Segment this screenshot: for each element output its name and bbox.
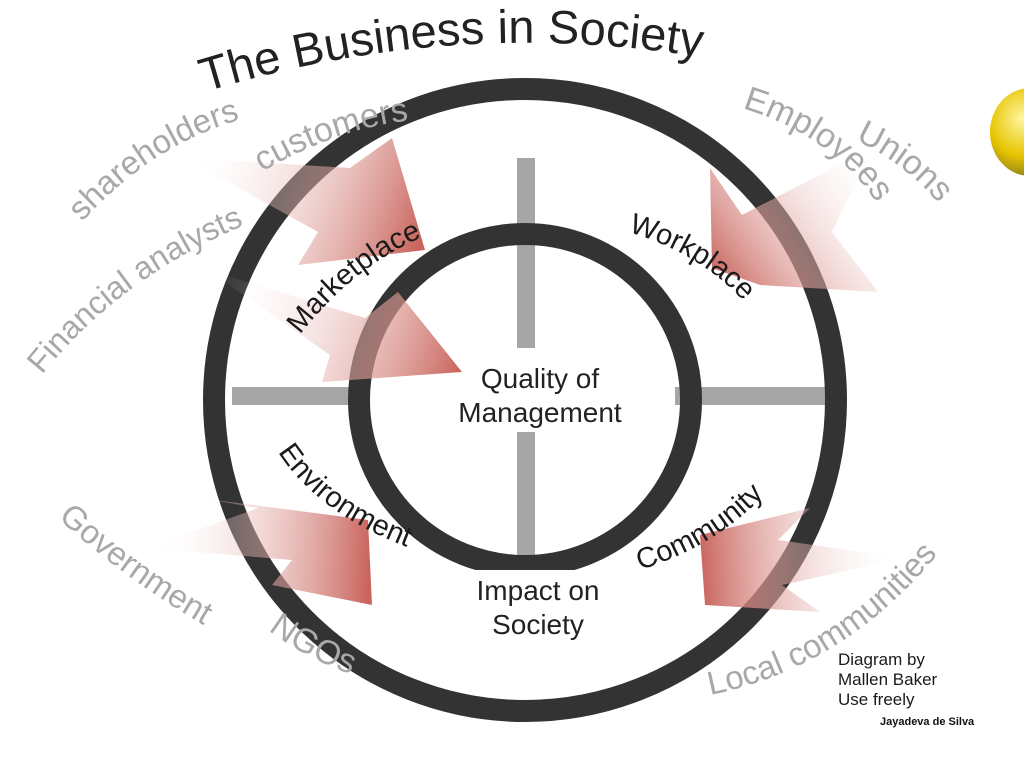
center-label-line2: Management <box>458 397 622 428</box>
credit-line-3: Use freely <box>838 690 915 709</box>
arrow-workplace <box>710 148 878 292</box>
arrow-environment <box>148 498 372 605</box>
bottom-label-line1: Impact on <box>477 575 600 606</box>
credit-line-1: Diagram by <box>838 650 925 669</box>
credit-line-2: Mallen Baker <box>838 670 938 689</box>
label-shareholders: shareholders <box>60 91 242 227</box>
diagram-title: The Business in Society <box>193 0 708 101</box>
cross-bar-right <box>675 387 845 405</box>
inner-ring <box>348 223 702 577</box>
label-government: Government <box>53 496 219 632</box>
bottom-label-line2: Society <box>492 609 584 640</box>
arrow-financial-analysts <box>208 270 462 382</box>
author-name: Jayadeva de Silva <box>880 716 975 728</box>
outer-ring <box>203 78 847 722</box>
cross-bar-left <box>232 387 354 405</box>
yellow-ball-icon <box>990 88 1024 176</box>
cross-bar-top <box>517 158 535 348</box>
arrow-community <box>700 508 905 612</box>
outer-ring-gap <box>440 570 620 640</box>
center-label-line1: Quality of <box>481 363 599 394</box>
arrow-marketplace <box>185 138 425 265</box>
